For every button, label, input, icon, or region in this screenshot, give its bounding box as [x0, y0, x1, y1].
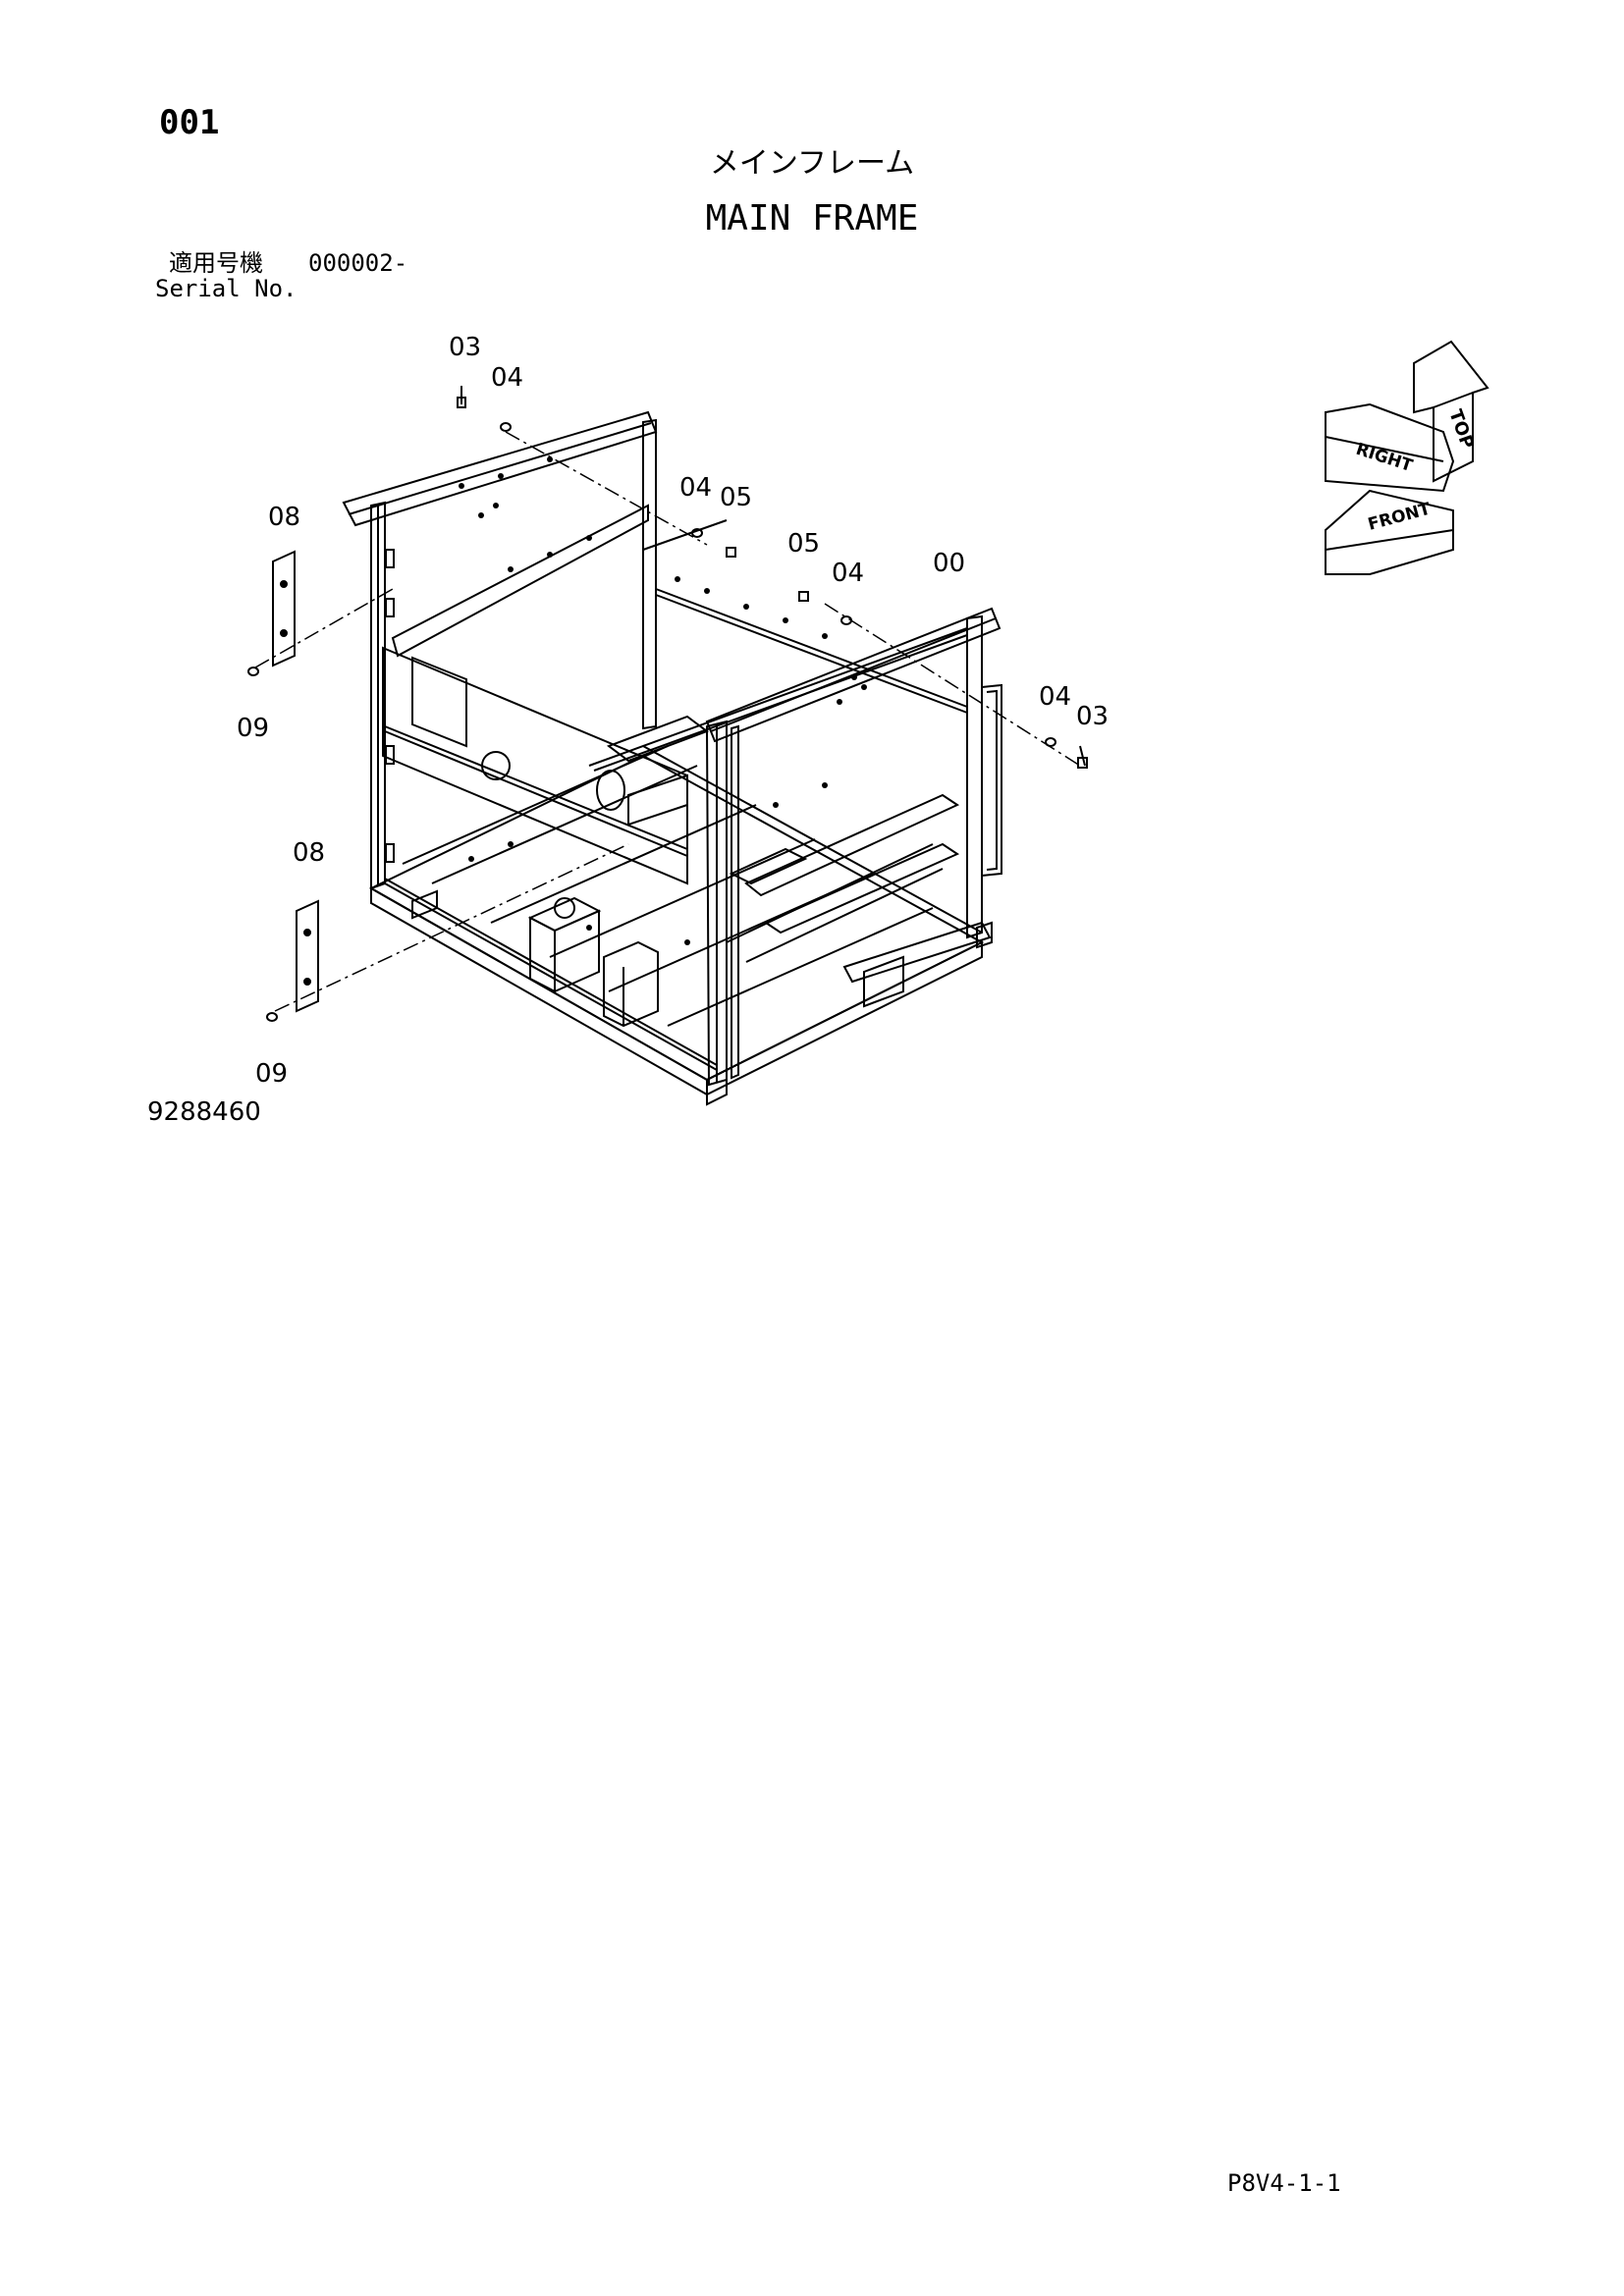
top-arrow-icon — [1413, 340, 1489, 483]
page-number: 001 — [159, 103, 220, 142]
assembly-centerlines — [254, 431, 1081, 1012]
front-arrow-icon — [1325, 489, 1454, 575]
serial-label-english: Serial No. — [155, 275, 298, 302]
frame-fastener-dots — [459, 456, 867, 945]
serial-value: 000002- — [308, 249, 408, 277]
serial-label-japanese: 適用号機 — [169, 249, 263, 277]
main-frame-drawing — [342, 410, 1002, 1106]
sheet-code: P8V4-1-1 — [1227, 2169, 1341, 2197]
callout-08-bottom: 08 — [293, 838, 325, 868]
callout-04-mid: 04 — [679, 473, 712, 503]
callout-03-top: 03 — [449, 333, 481, 362]
orientation-indicator: TOP RIGHT FRONT — [1325, 340, 1489, 575]
exploded-fasteners — [247, 386, 1088, 1022]
orientation-front-label: FRONT — [1366, 500, 1433, 535]
callout-09-top: 09 — [237, 714, 269, 743]
callout-04-far: 04 — [1039, 682, 1071, 712]
callout-04-right: 04 — [832, 559, 864, 588]
callout-labels: 03 04 04 05 05 04 00 04 03 08 09 08 09 — [237, 333, 1109, 1089]
orientation-right-label: RIGHT — [1353, 440, 1415, 476]
drawing-number: 9288460 — [147, 1097, 261, 1127]
callout-09-bottom: 09 — [255, 1059, 288, 1089]
callout-00: 00 — [933, 549, 965, 578]
title-japanese: メインフレーム — [709, 146, 915, 181]
callout-03-far: 03 — [1076, 702, 1109, 731]
callout-04-top: 04 — [491, 363, 523, 393]
callout-08-top: 08 — [268, 503, 300, 532]
title-english: MAIN FRAME — [705, 198, 919, 239]
callout-05-right: 05 — [787, 529, 820, 559]
right-arrow-icon — [1325, 402, 1455, 493]
callout-05-mid: 05 — [720, 483, 752, 512]
